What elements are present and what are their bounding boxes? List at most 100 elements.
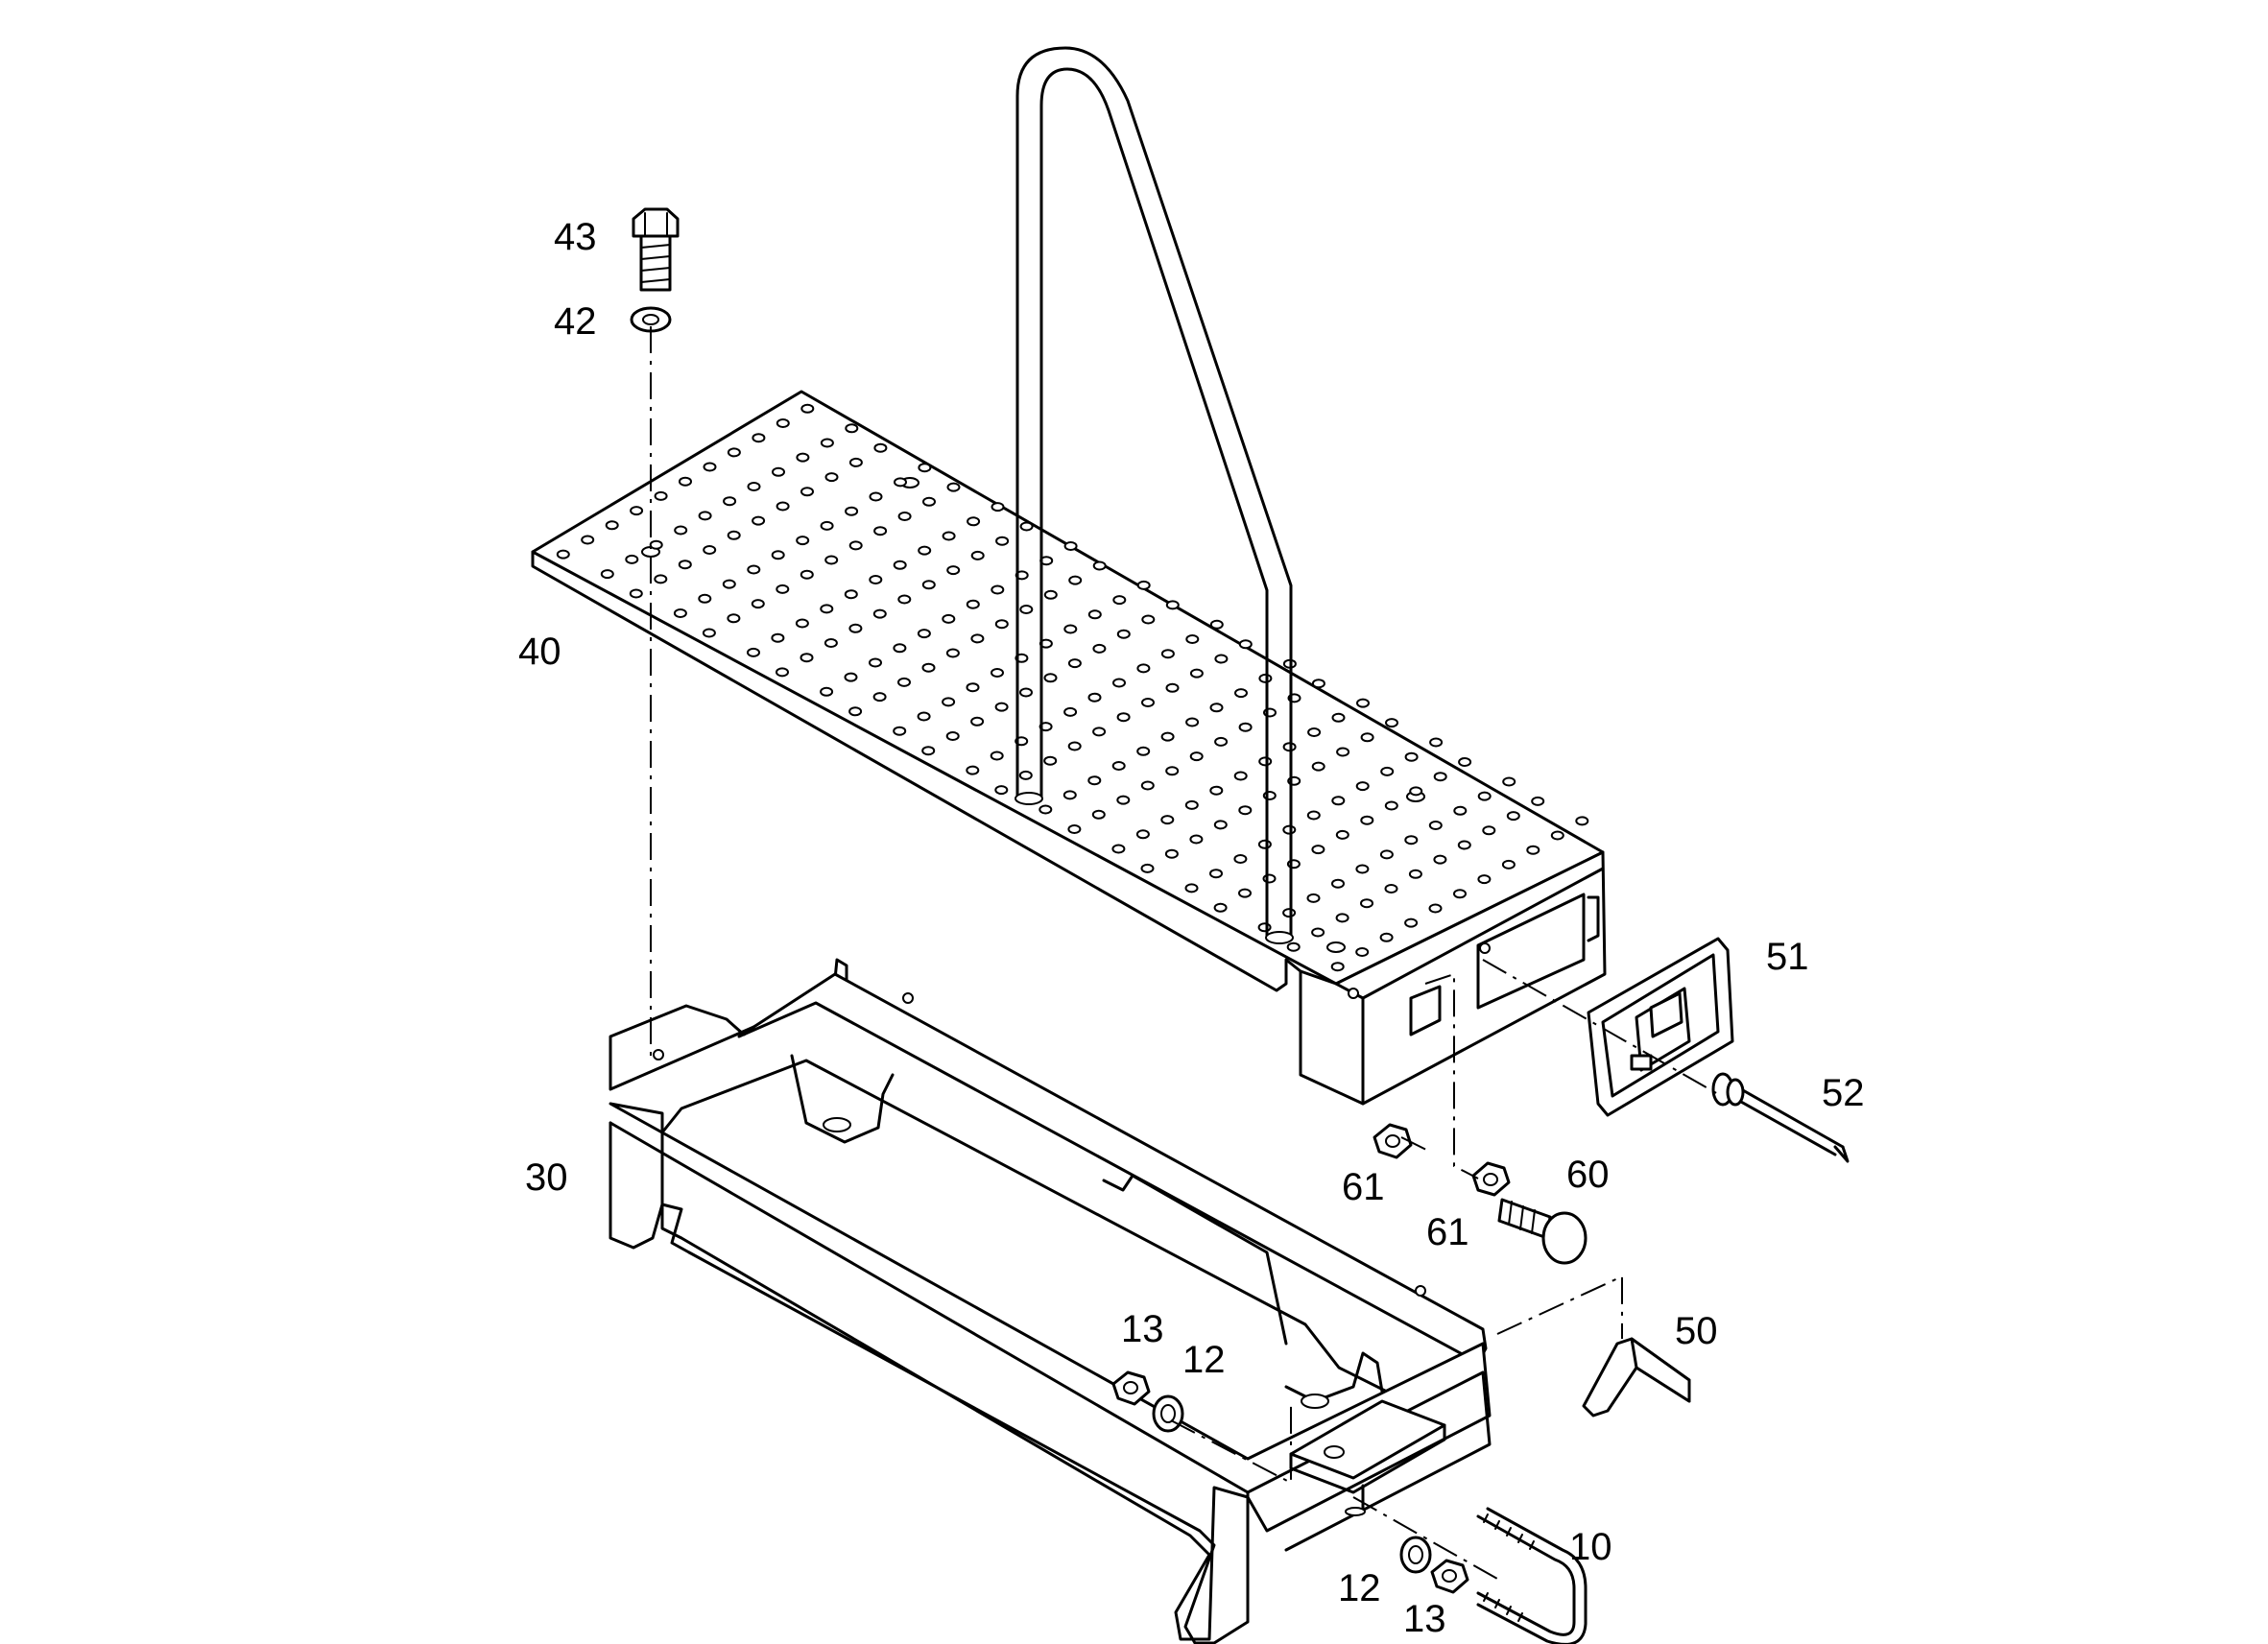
deck-hole bbox=[1019, 605, 1034, 614]
latch-plate-part-51 bbox=[1587, 937, 1734, 1117]
deck-hole bbox=[727, 530, 741, 540]
deck-hole bbox=[1214, 736, 1229, 747]
deck-hole bbox=[848, 706, 863, 717]
deck-hole bbox=[776, 501, 790, 512]
deck-hole bbox=[1233, 771, 1248, 781]
nut-part-61-lower bbox=[1471, 1161, 1511, 1197]
deck-hole bbox=[702, 628, 716, 638]
deck-hole bbox=[1112, 678, 1126, 688]
deck-hole bbox=[1067, 824, 1082, 834]
deck-hole bbox=[1116, 712, 1131, 723]
deck-hole bbox=[1428, 821, 1443, 830]
deck-hole bbox=[991, 502, 1005, 512]
callout-52: 52 bbox=[1822, 1072, 1865, 1114]
deck-hole bbox=[922, 496, 936, 507]
deck-hole bbox=[703, 545, 717, 555]
deck-hole bbox=[921, 746, 936, 756]
deck-hole bbox=[1282, 824, 1297, 835]
deck-hole bbox=[994, 702, 1009, 712]
deck-hole bbox=[994, 619, 1009, 630]
deck-hole bbox=[1063, 706, 1078, 717]
deck-hole bbox=[848, 540, 863, 551]
deck-hole bbox=[970, 633, 985, 644]
deck-hole bbox=[1384, 884, 1398, 893]
deck-hole bbox=[945, 731, 960, 741]
deck-hole bbox=[897, 594, 912, 605]
deck-hole bbox=[698, 511, 712, 521]
deck-hole bbox=[1331, 878, 1345, 889]
deck-hole bbox=[1092, 727, 1107, 737]
deck-hole bbox=[1258, 756, 1273, 767]
deck-hole bbox=[1404, 751, 1419, 762]
deck-anti-slip-holes bbox=[556, 403, 1589, 972]
deck-hole bbox=[1380, 766, 1395, 776]
deck-hole bbox=[921, 580, 936, 590]
deck-hole bbox=[1433, 854, 1447, 865]
nut-part-13-lower bbox=[1430, 1559, 1469, 1594]
callout-60: 60 bbox=[1566, 1154, 1610, 1196]
deck-hole bbox=[556, 549, 570, 560]
deck-hole bbox=[872, 608, 887, 619]
deck-hole bbox=[776, 584, 790, 594]
deck-hole bbox=[946, 482, 961, 492]
deck-hole bbox=[1336, 747, 1350, 757]
deck-hole bbox=[1214, 654, 1229, 664]
deck-hole bbox=[776, 667, 789, 678]
deck-hole bbox=[727, 613, 741, 624]
deck-hole bbox=[869, 575, 883, 584]
deck-hole bbox=[1355, 864, 1370, 874]
deck-hole bbox=[824, 472, 839, 483]
deck-hole bbox=[1526, 845, 1540, 855]
deck-hole bbox=[654, 490, 668, 501]
deck-hole bbox=[844, 672, 858, 682]
deck-hole bbox=[1043, 755, 1058, 766]
nut-part-61-upper bbox=[1373, 1123, 1413, 1159]
deck-hole bbox=[918, 463, 932, 473]
deck-hole bbox=[1111, 844, 1126, 854]
deck-hole bbox=[723, 496, 737, 507]
deck-hole bbox=[796, 536, 810, 546]
deck-hole bbox=[747, 482, 761, 491]
deck-hole bbox=[629, 588, 643, 599]
deck-hole bbox=[1184, 799, 1199, 810]
deck-hole bbox=[1067, 741, 1082, 751]
deck-hole bbox=[1213, 902, 1228, 913]
deck-hole bbox=[796, 452, 810, 463]
deck-hole bbox=[1213, 820, 1228, 830]
deck-hole bbox=[1160, 815, 1175, 825]
deck-hole bbox=[1209, 619, 1224, 630]
bolt-part-43 bbox=[632, 207, 680, 292]
deck-hole bbox=[1039, 804, 1053, 815]
deck-hole bbox=[1068, 575, 1083, 585]
deck-hole bbox=[1019, 687, 1033, 698]
deck-hole bbox=[1408, 869, 1422, 879]
deck-hole bbox=[1140, 780, 1155, 791]
deck-hole bbox=[1135, 829, 1150, 840]
deck-hole bbox=[1501, 859, 1516, 870]
deck-hole bbox=[1092, 560, 1107, 571]
deck-hole bbox=[1063, 541, 1078, 551]
deck-hole bbox=[600, 569, 614, 580]
deck-hole bbox=[1453, 805, 1468, 816]
deck-hole bbox=[1311, 761, 1325, 772]
pin-part-52 bbox=[1711, 1072, 1850, 1163]
deck-hole bbox=[1063, 624, 1078, 634]
deck-hole bbox=[1311, 927, 1325, 938]
deck-hole bbox=[893, 726, 907, 736]
callout-61-lower: 61 bbox=[1426, 1211, 1469, 1253]
deck-hole bbox=[991, 584, 1005, 595]
deck-hole bbox=[1067, 658, 1082, 669]
deck-hole bbox=[678, 560, 692, 570]
callout-12-upper: 12 bbox=[1182, 1339, 1226, 1381]
deck-hole bbox=[942, 613, 956, 624]
deck-hole bbox=[800, 569, 814, 580]
deck-hole bbox=[1506, 811, 1520, 822]
deck-hole bbox=[1234, 688, 1248, 699]
deck-hole bbox=[1409, 786, 1423, 797]
deck-hole bbox=[772, 466, 785, 477]
deck-hole bbox=[1257, 839, 1272, 849]
deck-hole bbox=[1043, 673, 1058, 683]
deck-hole bbox=[1091, 809, 1106, 820]
deck-hole bbox=[917, 711, 931, 722]
deck-hole bbox=[752, 515, 766, 526]
